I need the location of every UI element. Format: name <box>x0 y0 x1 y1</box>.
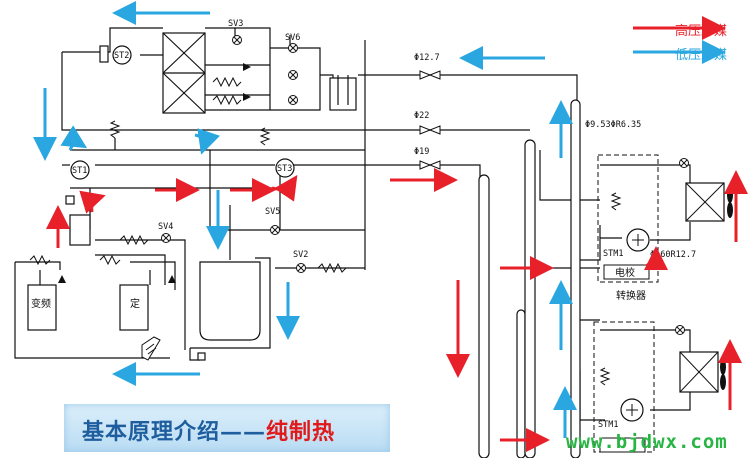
sv2-label: SV2 <box>293 250 308 260</box>
sv3-label: SV3 <box>228 19 243 29</box>
sv5-label: SV5 <box>265 207 280 217</box>
st2-label: ST2 <box>114 51 129 61</box>
separator-icon <box>141 336 161 361</box>
pipe-12-7-label: Φ12.7 <box>414 53 440 63</box>
watermark: www.bjdwx.com <box>566 431 728 453</box>
page-title: 基本原理介绍——纯制热 <box>82 414 335 446</box>
compressor-icon <box>27 284 149 331</box>
check-valve-icon <box>58 63 251 283</box>
outdoor-heat-exchanger <box>162 32 206 114</box>
arrow-icon <box>33 1 748 452</box>
title-banner <box>64 404 390 452</box>
board-label: 电校 <box>615 266 635 279</box>
indoor-unit-1 <box>597 154 725 283</box>
title-highlight: 纯制热 <box>266 419 336 445</box>
service-valve-icon <box>419 70 441 170</box>
branch-pipe-label: Φ9.53ΦR6.35 <box>585 120 641 130</box>
pipe-19-label: Φ19 <box>414 147 429 157</box>
pipe-22-label: Φ22 <box>414 111 429 121</box>
unit-pipe-label: Φ160R12.7 <box>650 250 696 260</box>
solenoid-valve-icon <box>161 35 689 335</box>
sv6-label: SV6 <box>285 33 300 43</box>
converter-label: 转换器 <box>616 289 646 302</box>
capillary-icon <box>29 76 622 386</box>
sv4-label: SV4 <box>158 222 173 232</box>
fixed-compressor-label: 定 <box>130 297 140 310</box>
stm1-label: STM1 <box>603 249 623 259</box>
four-way-valve-icon <box>70 45 295 180</box>
indoor-unit-2 <box>593 321 719 453</box>
inverter-compressor-label: 变频 <box>31 297 51 310</box>
st1-label: ST1 <box>72 166 87 176</box>
accumulator-icon <box>65 75 357 361</box>
st3-label: ST3 <box>277 164 292 174</box>
stm2-label: STM1 <box>598 420 618 430</box>
title-prefix: 基本原理介绍—— <box>82 419 267 445</box>
headers <box>478 99 581 458</box>
legend-high-pressure: 高压冷媒 <box>675 24 728 39</box>
legend-low-pressure: 低压冷媒 <box>675 48 728 63</box>
